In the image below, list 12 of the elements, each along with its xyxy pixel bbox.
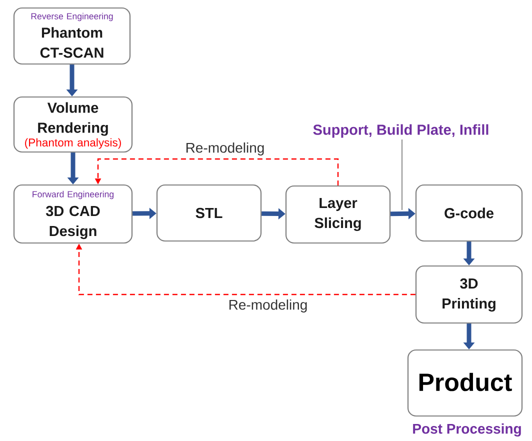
edge-label: Re-modeling bbox=[229, 299, 307, 313]
process-box: STL bbox=[156, 184, 262, 242]
edge-label: Re-modeling bbox=[186, 142, 264, 156]
process-box: G-code bbox=[415, 184, 523, 242]
box-note: (Phantom analysis) bbox=[25, 138, 121, 149]
box-heading: Forward Engineering bbox=[32, 190, 114, 200]
box-heading: Reverse Engineering bbox=[31, 12, 113, 22]
process-box: 3D Printing bbox=[415, 265, 523, 324]
process-box: Product bbox=[407, 349, 523, 417]
annotation-text: Support, Build Plate, Infill bbox=[313, 124, 488, 138]
box-caption: Post Processing bbox=[413, 423, 521, 437]
process-box: Layer Slicing bbox=[285, 185, 391, 244]
